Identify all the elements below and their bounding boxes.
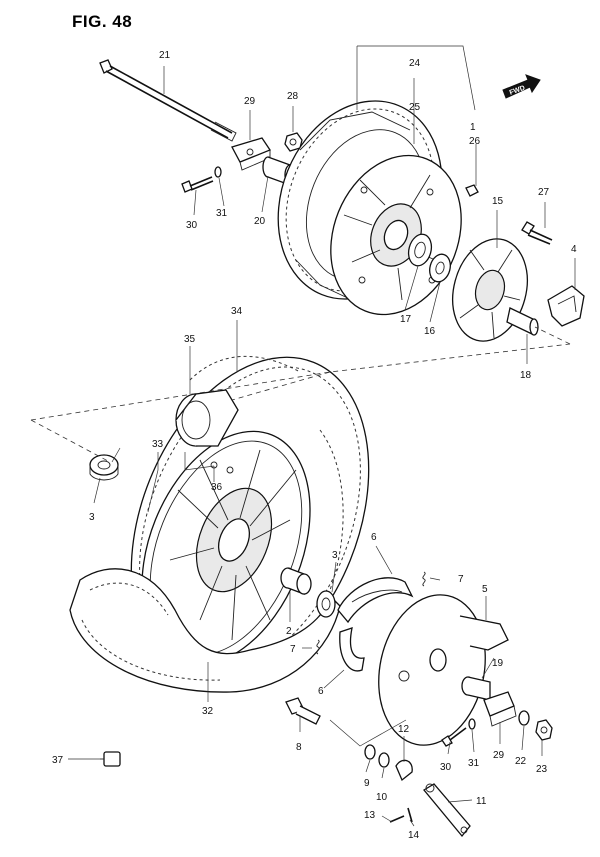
callout-11: 11 [476, 796, 487, 807]
cap-cover-part [547, 285, 585, 327]
brake-cam-part [285, 697, 321, 725]
washer-part [214, 166, 222, 178]
lever-pin-part [407, 807, 413, 823]
brake-shoe-lower-part [339, 627, 365, 672]
callout-17: 17 [400, 314, 412, 325]
adjuster-bolt-part [181, 176, 214, 193]
brake-panel-part [378, 594, 509, 746]
brake-shoe-upper-part [337, 577, 414, 624]
callout-29-upper: 29 [244, 96, 256, 107]
callout-37: 37 [52, 755, 64, 766]
callout-numbers: 21 29 28 24 25 26 27 15 4 17 16 18 20 30… [52, 50, 577, 841]
callout-34: 34 [231, 306, 243, 317]
cam-washer-part [364, 744, 376, 760]
wheel-bearing-right-part [316, 590, 336, 618]
callout-4: 4 [571, 244, 577, 255]
callout-29-lower: 29 [493, 750, 505, 761]
callout-13: 13 [364, 810, 376, 821]
callout-36: 36 [211, 482, 223, 493]
flange-shaft-part [506, 307, 539, 336]
fwd-direction-arrow-icon: FWD [502, 74, 541, 99]
valve-cap-part [100, 751, 121, 767]
wheel-spacer-part [280, 567, 312, 595]
axle-washer-part [518, 710, 530, 726]
flange-bolt-part [521, 221, 553, 245]
rim-band-part [175, 389, 239, 447]
callout-25: 25 [409, 102, 421, 113]
brake-lever-part [423, 783, 471, 838]
figure-title: FIG. 48 [72, 12, 133, 31]
callout-8: 8 [296, 742, 302, 753]
callout-18: 18 [520, 370, 532, 381]
callout-26: 26 [469, 136, 481, 147]
assembly-center-lines [30, 45, 571, 463]
rear-rim-part [141, 430, 311, 666]
callout-leader-lines [68, 66, 576, 827]
callout-2: 2 [286, 626, 292, 637]
callout-6-upper: 6 [371, 532, 377, 543]
brake-spring-upper-part [422, 571, 426, 587]
lower-washer-part [468, 718, 476, 730]
sprocket-nut-part [465, 184, 479, 197]
bearing-part [407, 233, 433, 267]
callout-7-upper: 7 [458, 574, 464, 585]
callout-14: 14 [408, 830, 420, 841]
wear-indicator-part [395, 759, 413, 782]
torque-stopper-part [461, 676, 491, 701]
callout-15: 15 [492, 196, 504, 207]
callout-30-lower: 30 [440, 762, 452, 773]
wheel-bearing-left-part [89, 454, 119, 481]
brake-spring-lower-part [316, 639, 320, 655]
callout-1: 1 [470, 122, 476, 133]
axle-nut-lower-part [535, 719, 553, 741]
callout-12: 12 [398, 724, 410, 735]
oil-seal-part [429, 253, 451, 283]
chain-adjuster-lower-part [483, 691, 517, 727]
callout-3-left: 3 [89, 512, 95, 523]
chain-adjuster-part [231, 137, 271, 171]
callout-21: 21 [159, 50, 171, 61]
callout-33: 33 [152, 439, 164, 450]
callout-24: 24 [409, 58, 421, 69]
callout-28: 28 [287, 91, 299, 102]
callout-22: 22 [515, 756, 527, 767]
callout-5: 5 [482, 584, 488, 595]
cam-seal-part [378, 752, 390, 768]
callout-23: 23 [536, 764, 548, 775]
callout-19: 19 [492, 658, 504, 669]
callout-20: 20 [254, 216, 266, 227]
callout-31-upper: 31 [216, 208, 228, 219]
callout-16: 16 [424, 326, 436, 337]
callout-6-lower: 6 [318, 686, 324, 697]
callout-27: 27 [538, 187, 550, 198]
callout-7-lower: 7 [290, 644, 296, 655]
callout-31-lower: 31 [468, 758, 480, 769]
lever-bolt-part [389, 815, 405, 823]
rear-axle-part [99, 59, 237, 142]
callout-9: 9 [364, 778, 370, 789]
callout-3-right: 3 [332, 550, 338, 561]
callout-30-upper: 30 [186, 220, 198, 231]
callout-10: 10 [376, 792, 388, 803]
callout-35: 35 [184, 334, 196, 345]
callout-32: 32 [202, 706, 214, 717]
